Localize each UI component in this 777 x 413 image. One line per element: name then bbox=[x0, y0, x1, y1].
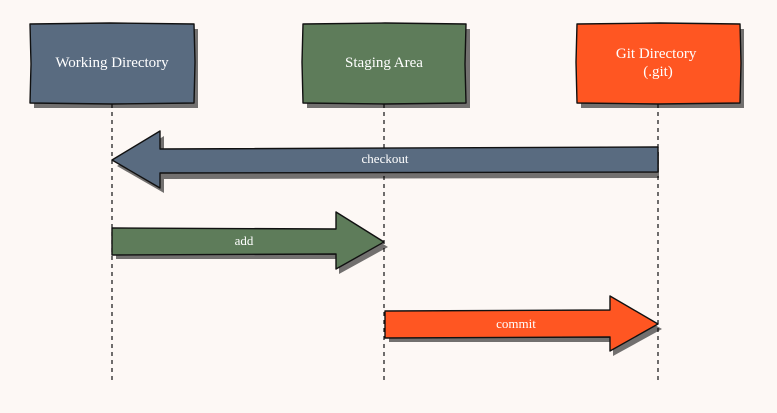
arrow-commit-shape bbox=[384, 295, 659, 352]
node-staging-label: Staging Area bbox=[345, 55, 423, 71]
arrow-add-shape bbox=[111, 211, 385, 270]
node-staging-box bbox=[301, 22, 467, 105]
node-staging: Staging Area bbox=[301, 22, 470, 108]
node-git-label: Git Directory (.git) bbox=[616, 46, 700, 80]
node-working: Working Directory bbox=[29, 22, 198, 108]
arrow-commit: commit bbox=[384, 295, 662, 356]
node-git: Git Directory (.git) bbox=[575, 22, 744, 108]
arrow-checkout: checkout bbox=[111, 130, 659, 193]
arrow-add-label: add bbox=[235, 233, 254, 248]
arrow-checkout-label: checkout bbox=[362, 151, 409, 166]
node-git-line-1: Git Directory bbox=[616, 46, 697, 62]
arrow-commit-label: commit bbox=[496, 316, 536, 331]
node-git-box bbox=[575, 22, 742, 105]
node-working-box bbox=[29, 22, 196, 105]
node-working-line-1: Working Directory bbox=[55, 55, 169, 71]
arrow-add: add bbox=[111, 211, 388, 274]
node-working-label: Working Directory bbox=[55, 55, 169, 71]
node-staging-line-1: Staging Area bbox=[345, 55, 423, 71]
node-git-line-2: (.git) bbox=[643, 64, 673, 80]
arrow-checkout-shape bbox=[111, 130, 659, 189]
